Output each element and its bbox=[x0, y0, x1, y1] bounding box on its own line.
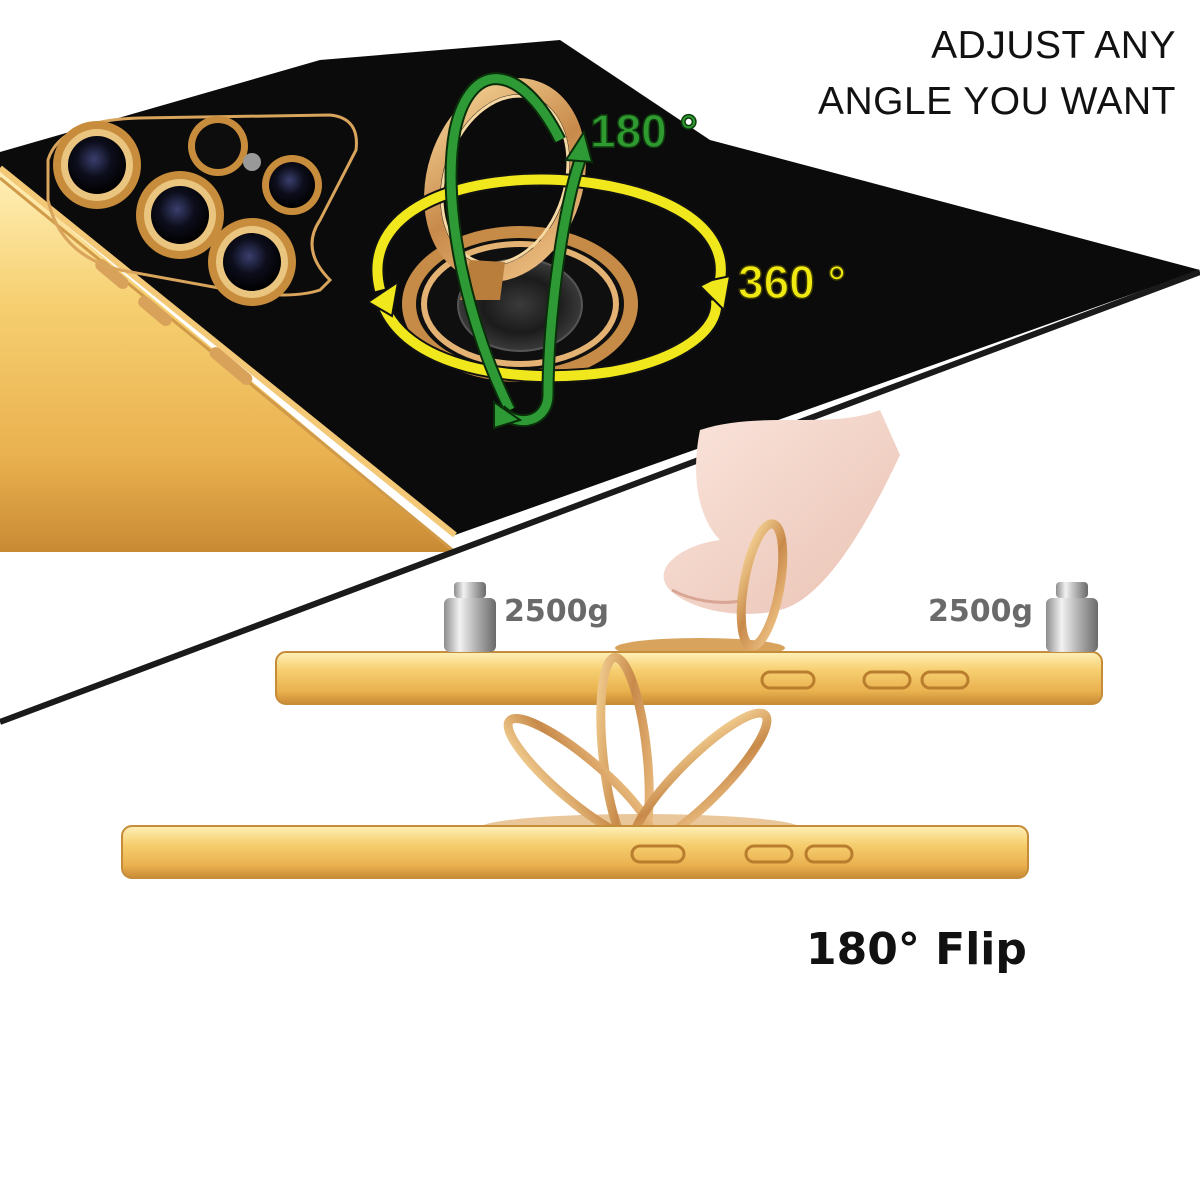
vertical-rotation-label: 180 ° bbox=[589, 104, 698, 158]
flip-caption: 180° Flip bbox=[806, 924, 1027, 975]
horizontal-rotation-arrow bbox=[366, 172, 732, 384]
weight-right bbox=[1046, 582, 1098, 652]
camera-module bbox=[46, 113, 358, 306]
headline-line-2: ANGLE YOU WANT bbox=[817, 80, 1176, 123]
headline: ADJUST ANY ANGLE YOU WANT bbox=[756, 18, 1176, 130]
flip-phone bbox=[121, 653, 1029, 879]
load-test-phone bbox=[275, 519, 1103, 705]
diagonal-divider bbox=[0, 269, 1200, 725]
weight-left bbox=[444, 582, 496, 652]
left-weight-label: 2500g bbox=[504, 594, 609, 629]
right-weight-label: 2500g bbox=[928, 594, 1033, 629]
vertical-rotation-arrow bbox=[444, 72, 594, 430]
horizontal-rotation-label: 360 ° bbox=[737, 255, 846, 309]
headline-line-1: ADJUST ANY bbox=[931, 24, 1176, 67]
